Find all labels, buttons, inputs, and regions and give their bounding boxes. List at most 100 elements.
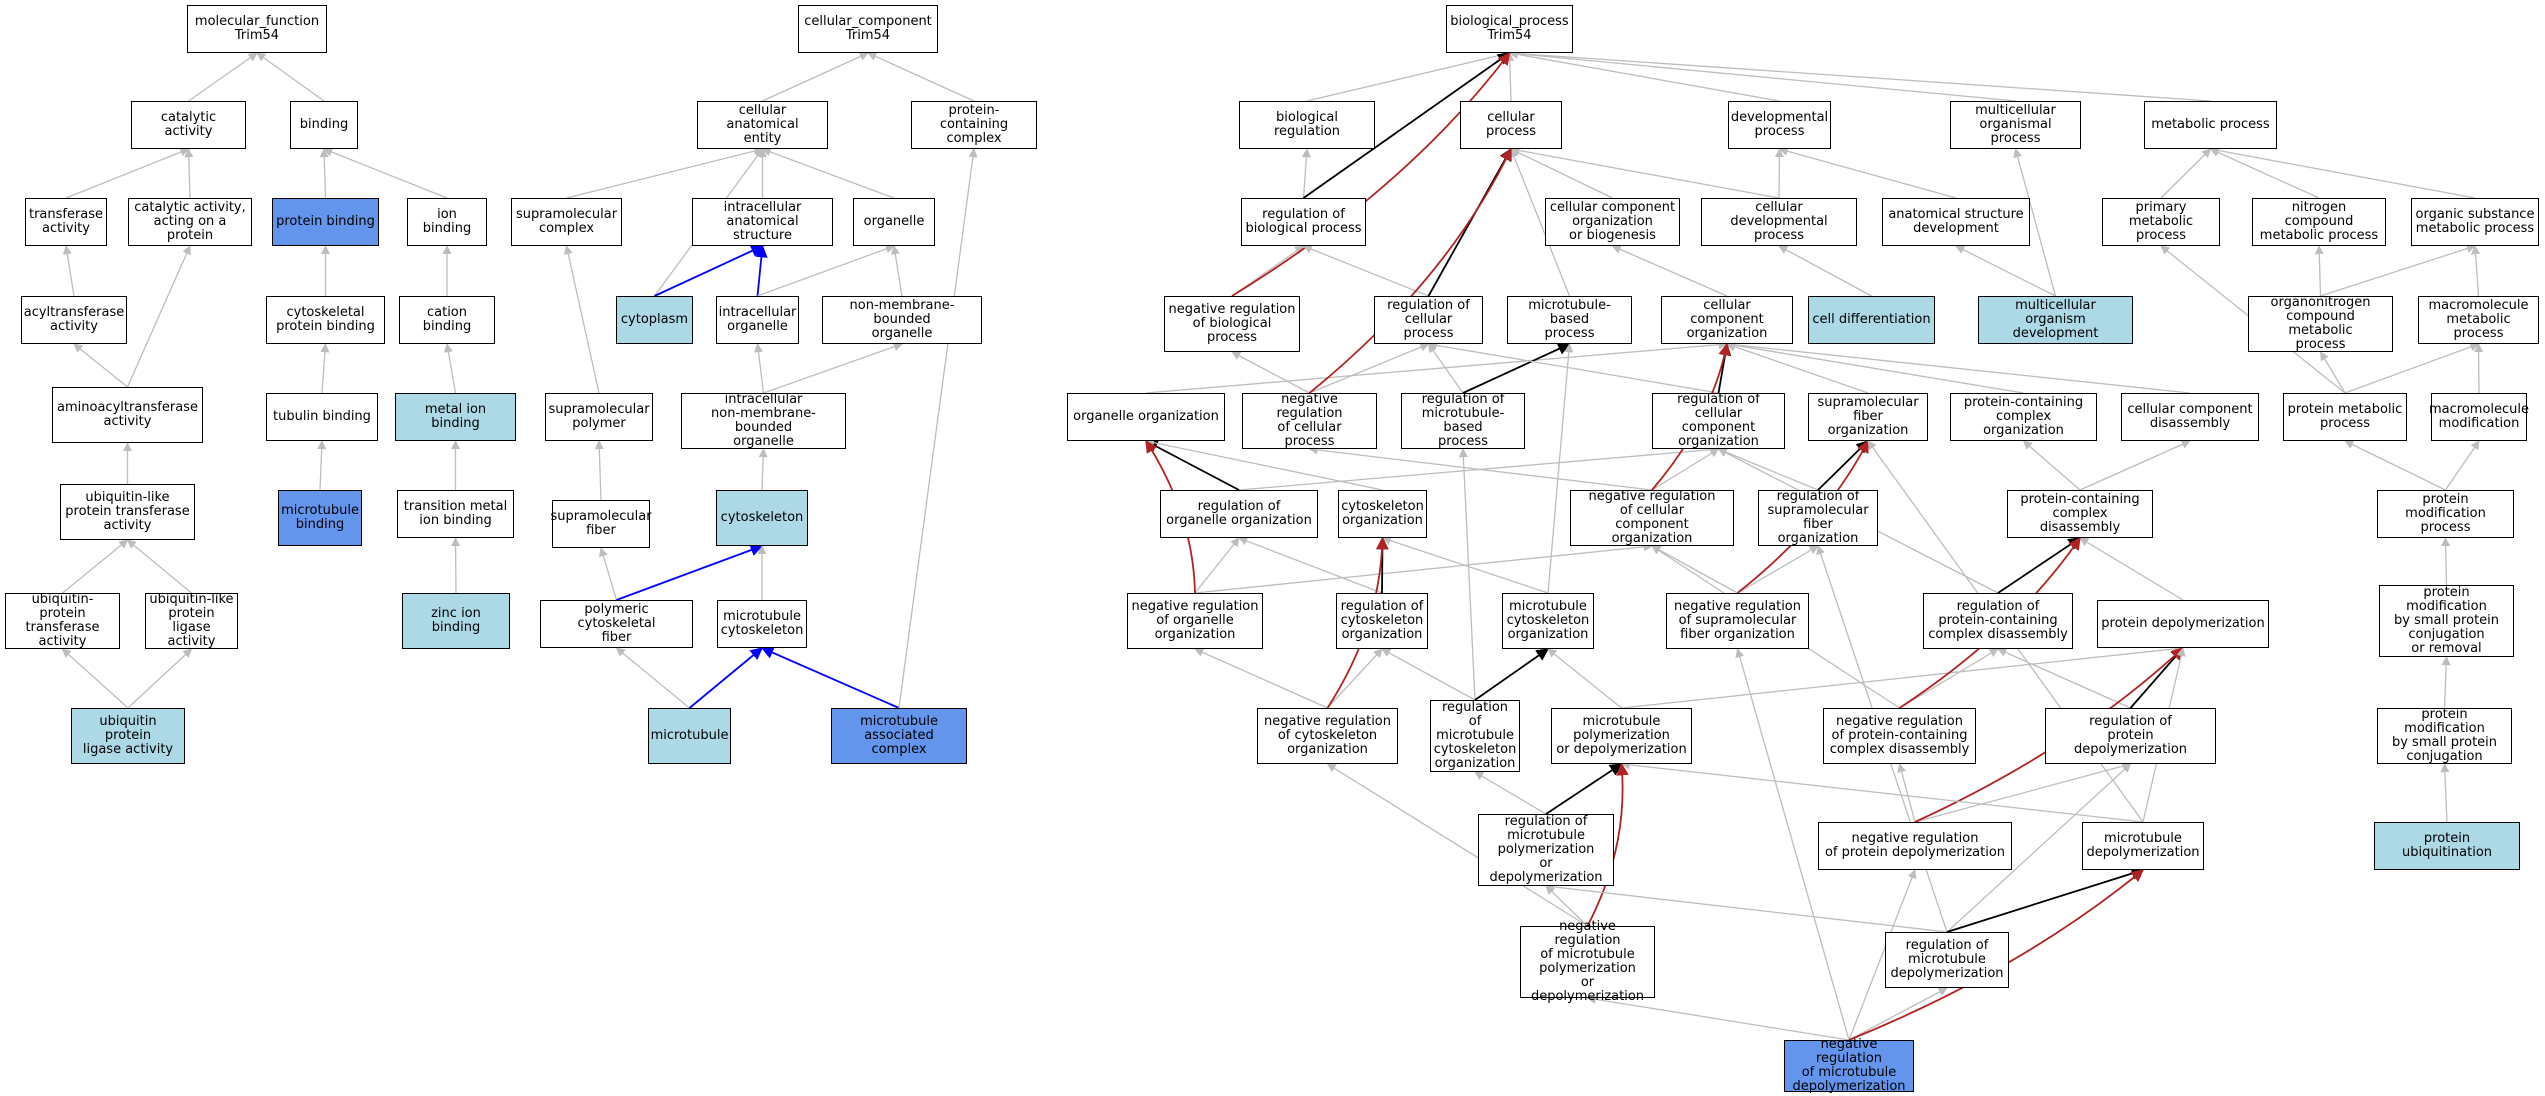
- edge-neg_reg_bio-to-bp_root: [1231, 51, 1511, 297]
- edge-dev_proc-to-bp_root: [1508, 49, 1780, 102]
- edge-aminoacyl-to-cat_protein: [126, 245, 191, 388]
- edge-neg_reg_mt_poly-to-reg_mt_poly: [1545, 885, 1588, 927]
- edge-reg_mt_based-to-mt_based_proc: [1462, 343, 1571, 394]
- edge-cc_org_biogen-to-cell_proc: [1510, 148, 1613, 199]
- node-cc-org-biogen: cellular component organization or bioge…: [1545, 198, 1680, 246]
- node-protein-binding: protein binding: [272, 198, 379, 246]
- edge-nitrogen_met-to-metabolic: [2209, 148, 2320, 199]
- node-mt-assoc-complex: microtubule associated complex: [831, 708, 967, 764]
- node-mt-cytoskel-org: microtubule cytoskeleton organization: [1502, 593, 1594, 649]
- edge-supramol_fiber_org-to-cc_org: [1726, 342, 1869, 394]
- edge-prot_mod_proc-to-protein_met: [2344, 440, 2446, 491]
- node-ion-binding: ion binding: [407, 198, 487, 246]
- edge-reg_supramol_fiber-to-reg_cc_org: [1717, 447, 1819, 491]
- node-reg-mt-poly: regulation of microtubule polymerization…: [1478, 814, 1614, 886]
- node-neg-reg-bio: negative regulation of biological proces…: [1164, 296, 1300, 352]
- node-prot-complex: protein-containing complex: [911, 101, 1037, 149]
- node-neg-reg-mt-depoly: negative regulation of microtubule depol…: [1784, 1038, 1914, 1094]
- edge-reg_bio_proc-to-bp_root: [1302, 52, 1511, 199]
- edge-mt_binding-to-tubulin_binding: [317, 440, 327, 491]
- edge-bio_reg-to-bp_root: [1306, 50, 1511, 102]
- edge-reg_cell_proc-to-reg_bio_proc: [1302, 244, 1429, 297]
- node-prot-mod-proc: protein modification process: [2377, 490, 2514, 538]
- edge-prot_complex_org-to-cc_org: [1726, 340, 2024, 394]
- node-cytoskeleton: cytoskeleton: [716, 490, 808, 546]
- edge-org_sub_met-to-metabolic: [2209, 146, 2476, 199]
- node-bio-reg: biological regulation: [1239, 101, 1375, 149]
- edge-neg_reg_supramol-to-reg_supramol_fiber: [1737, 545, 1819, 594]
- edge-ub_ligase-to-ub_transferase: [61, 648, 129, 709]
- node-ubl-ligase: ubiquitin-like protein ligase activity: [145, 593, 238, 649]
- edge-binding-to-mf_root: [256, 52, 325, 102]
- edge-mt_assoc_complex-to-mt_cytoskeleton: [760, 646, 900, 709]
- node-prot-depoly: protein depolymerization: [2097, 600, 2269, 648]
- edge-cytoskeleton-to-ic_nmb_organelle: [758, 448, 768, 491]
- edge-metal_ion-to-cation_binding: [443, 343, 457, 394]
- node-multicell-dev: multicellular organism development: [1978, 296, 2133, 344]
- edge-primary_met-to-metabolic: [2160, 148, 2212, 199]
- node-reg-bio-proc: regulation of biological process: [1241, 198, 1366, 246]
- edge-ic_organelle-to-organelle: [757, 244, 895, 297]
- node-supramol-polymer: supramolecular polymer: [545, 393, 653, 441]
- edge-prot_mod_small-to-prot_mod_proc: [2441, 537, 2451, 586]
- edge-anat_dev-to-dev_proc: [1778, 146, 1957, 199]
- edge-metabolic-to-bp_root: [1508, 49, 2211, 102]
- node-cc-org: cellular component organization: [1661, 296, 1793, 344]
- node-microtubule: microtubule: [648, 708, 731, 764]
- node-cc-root: cellular_component Trim54: [798, 5, 938, 53]
- edge-reg_cell_proc-to-cell_proc: [1427, 147, 1512, 297]
- node-prot-mod-conj: protein modification by small protein co…: [2377, 708, 2512, 764]
- node-catalytic: catalytic activity: [131, 101, 246, 149]
- edge-multicell_dev-to-anat_dev: [1955, 245, 2056, 297]
- edge-microtubule-to-mt_cytoskeleton: [688, 647, 763, 709]
- node-cyto-prot-binding: cytoskeletal protein binding: [266, 296, 385, 344]
- node-metabolic: metabolic process: [2144, 101, 2277, 149]
- node-neg-reg-cell-proc: negative regulation of cellular process: [1242, 393, 1377, 449]
- edge-ub_ligase-to-ubl_ligase: [127, 648, 193, 709]
- edge-anat_entity-to-cc_root: [762, 52, 869, 102]
- node-dev-proc: developmental process: [1728, 101, 1831, 149]
- edge-neg_reg_cell_proc-to-cell_proc: [1308, 147, 1512, 394]
- node-neg-reg-organelle: negative regulation of organelle organiz…: [1127, 593, 1263, 649]
- node-ubl-transferase: ubiquitin-like protein transferase activ…: [60, 484, 195, 540]
- node-ub-transferase: ubiquitin-protein transferase activity: [5, 593, 120, 649]
- edge-mt_depoly-to-mt_poly_depoly: [1620, 760, 2144, 823]
- edge-zinc-to-trans_metal: [451, 537, 461, 594]
- edge-microtubule-to-poly_cyto_fiber: [615, 647, 690, 709]
- node-protein-met: protein metabolic process: [2283, 393, 2407, 441]
- node-ic-anat: intracellular anatomical structure: [692, 198, 833, 246]
- edge-poly_cyto_fiber-to-cytoskeleton: [616, 544, 764, 601]
- edge-mt_assoc_complex-to-prot_complex: [898, 148, 978, 709]
- node-cell-dev-proc: cellular developmental process: [1701, 198, 1857, 246]
- node-reg-cell-proc: regulation of cellular process: [1374, 296, 1483, 344]
- node-organelle-org: organelle organization: [1067, 393, 1225, 441]
- edge-multicell_proc-to-bp_root: [1508, 49, 2016, 102]
- edge-neg_reg_organelle-to-reg_organelle_org: [1194, 537, 1240, 594]
- edge-prot_complex-to-cc_root: [867, 52, 975, 102]
- node-poly-cyto-fiber: polymeric cytoskeletal fiber: [540, 600, 693, 648]
- node-bp-root: biological_process Trim54: [1446, 5, 1573, 53]
- node-anat-entity: cellular anatomical entity: [697, 101, 828, 149]
- edge-prot_depoly-to-prot_complex_disasm: [2079, 537, 2184, 601]
- node-tubulin-binding: tubulin binding: [266, 393, 378, 441]
- edge-neg_reg_mt_depoly-to-neg_reg_supramol: [1735, 648, 1850, 1041]
- node-prot-complex-org: protein-containing complex organization: [1950, 393, 2097, 441]
- node-reg-mt-cytoskel: regulation of microtubule cytoskeleton o…: [1430, 700, 1520, 772]
- edge-reg_prot_depoly-to-prot_depoly: [2129, 647, 2184, 709]
- node-acyltransferase: acyltransferase activity: [21, 296, 127, 344]
- node-mt-cytoskeleton: microtubule cytoskeleton: [717, 600, 807, 648]
- edge-neg_reg_prot_depoly-to-reg_prot_depoly: [1914, 761, 2132, 823]
- node-reg-supramol-fiber: regulation of supramolecular fiber organ…: [1758, 490, 1878, 546]
- edge-neg_reg_supramol-to-neg_reg_cc_org: [1651, 545, 1738, 594]
- node-cat-protein: catalytic activity, acting on a protein: [128, 198, 252, 246]
- node-macromol-met: macromolecule metabolic process: [2418, 296, 2539, 344]
- edge-organelle_org-to-cc_org: [1145, 340, 1728, 394]
- node-reg-prot-depoly: regulation of protein depolymerization: [2045, 708, 2216, 764]
- node-reg-mt-based: regulation of microtubule-based process: [1401, 393, 1525, 449]
- node-mt-poly-depoly: microtubule polymerization or depolymeri…: [1551, 708, 1692, 764]
- edge-neg_reg_mt_depoly-to-neg_reg_mt_poly: [1586, 994, 1850, 1041]
- node-supramol-complex: supramolecular complex: [511, 198, 622, 246]
- edge-cytoskel_org-to-organelle_org: [1145, 438, 1383, 491]
- edge-neg_reg_mt_depoly-to-reg_mt_depoly: [1848, 987, 1948, 1041]
